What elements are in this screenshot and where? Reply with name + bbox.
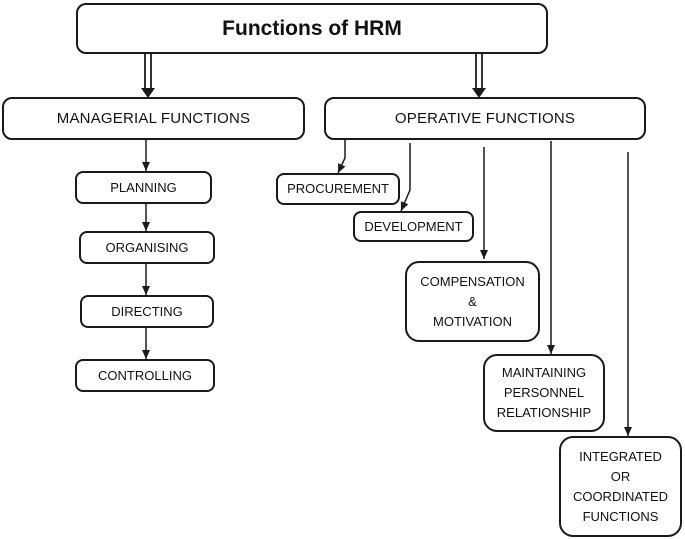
integrated-functions-box: INTEGRATED OR COORDINATED FUNCTIONS	[559, 436, 682, 537]
integrated-line-1: INTEGRATED	[579, 448, 662, 464]
controlling-label: CONTROLLING	[98, 367, 192, 383]
diagram-title: Functions of HRM	[222, 16, 402, 40]
maintaining-line-3: RELATIONSHIP	[496, 405, 592, 420]
integrated-line-3: COORDINATED	[572, 488, 669, 504]
directing-box: DIRECTING	[80, 295, 214, 328]
arrow-operative-to-development	[400, 143, 411, 212]
title-box: Functions of HRM	[76, 3, 548, 54]
compensation-line-3: MOTIVATION	[433, 313, 512, 329]
double-arrow-managerial-head	[141, 88, 155, 98]
integrated-line-4: FUNCTIONS	[582, 508, 659, 524]
organising-label: ORGANISING	[105, 239, 189, 255]
integrated-line-2: OR	[610, 468, 631, 484]
maintaining-line-2: PERSONNEL	[503, 385, 585, 400]
compensation-motivation-box: COMPENSATION & MOTIVATION	[405, 261, 540, 342]
maintaining-relationship-box: MAINTAINING PERSONNEL RELATIONSHIP	[483, 354, 605, 432]
procurement-label: PROCUREMENT	[287, 181, 389, 196]
maintaining-line-1: MAINTAINING	[501, 365, 587, 380]
development-label: DEVELOPMENT	[364, 218, 463, 234]
compensation-line-2: &	[468, 293, 477, 309]
directing-label: DIRECTING	[111, 303, 183, 319]
procurement-box: PROCUREMENT	[276, 173, 400, 205]
managerial-functions-label: MANAGERIAL FUNCTIONS	[56, 110, 251, 127]
double-arrow-operative-head	[472, 88, 486, 98]
planning-label: PLANNING	[110, 179, 177, 195]
double-arrow-operative	[475, 54, 483, 90]
development-box: DEVELOPMENT	[353, 211, 474, 242]
organising-box: ORGANISING	[79, 231, 215, 264]
operative-functions-box: OPERATIVE FUNCTIONS	[324, 97, 646, 140]
managerial-functions-box: MANAGERIAL FUNCTIONS	[2, 97, 305, 140]
double-arrow-managerial	[144, 54, 152, 90]
planning-box: PLANNING	[75, 171, 212, 204]
arrow-operative-to-procurement	[337, 139, 346, 174]
controlling-box: CONTROLLING	[75, 359, 215, 392]
operative-functions-label: OPERATIVE FUNCTIONS	[394, 110, 576, 127]
compensation-line-1: COMPENSATION	[420, 273, 525, 289]
